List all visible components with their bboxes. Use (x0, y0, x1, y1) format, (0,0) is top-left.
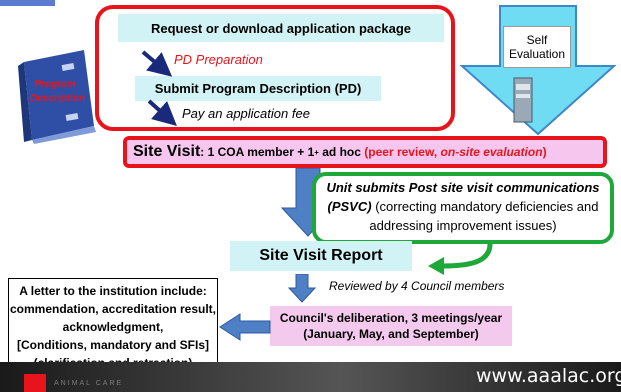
site-visit-label: Site Visit (133, 143, 201, 160)
footer-url[interactable]: www.aaalac.org (476, 365, 621, 387)
council-line1: Council's deliberation, 3 meetings/year (279, 311, 503, 325)
pd-preparation-text: PD Preparation (174, 52, 263, 67)
psvc-return-arrow (428, 243, 493, 275)
header-accent (0, 0, 55, 6)
site-visit-detail: : 1 COA member + (200, 145, 308, 159)
footer-band (0, 362, 621, 392)
application-box (95, 5, 455, 131)
binder-label-line1: Program (34, 79, 76, 90)
site-visit-adhoc-text: ad hoc (318, 145, 365, 159)
peer-review-open: (peer review, (364, 145, 441, 159)
psvc-body: (correcting mandatory deficiencies and a… (369, 199, 599, 233)
arrow-to-pd-prep (141, 50, 173, 77)
site-visit-adhoc-sup: + (314, 147, 319, 157)
binder-label: Program Description (30, 78, 86, 106)
footer-brand: ANIMAL CARE (54, 380, 124, 387)
peer-review-italic: on-site evaluation (440, 145, 543, 159)
letter-line3: acknowledgment, (62, 320, 164, 334)
letter-line1: A letter to the institution include: (19, 284, 207, 298)
request-package-step: Request or download application package (118, 14, 444, 42)
program-description-binder: Program Description (14, 44, 100, 144)
peer-review-close: ) (542, 145, 547, 159)
request-package-label: Request or download application package (150, 20, 412, 36)
council-deliberation-box: Council's deliberation, 3 meetings/year … (270, 306, 512, 346)
submit-pd-label: Submit Program Description (PD) (154, 81, 362, 96)
site-visit-adhoc-num: 1 (307, 145, 315, 159)
letter-line4: [Conditions, mandatory and SFIs] (16, 338, 209, 352)
council-to-letter-arrow (219, 313, 271, 341)
site-visit-report-label: Site Visit Report (259, 247, 383, 264)
reviewed-by-text: Reviewed by 4 Council members (329, 279, 505, 293)
site-visit-box: Site Visit : 1 COA member + 1+ ad hoc (p… (123, 136, 607, 168)
self-evaluation-line2: Evaluation (508, 47, 566, 61)
psvc-box: Unit submits Post site visit communicati… (312, 172, 614, 244)
binder-label-line2: Description (30, 93, 86, 104)
site-visit-report: Site Visit Report (230, 241, 412, 271)
council-line2: (January, May, and September) (303, 327, 479, 341)
self-evaluation-line1: Self (526, 33, 548, 47)
footer-red-mark (24, 374, 46, 392)
pay-fee-text: Pay an application fee (182, 106, 310, 121)
psvc-title: Unit submits Post site visit communicati… (326, 180, 600, 214)
report-down-arrow (287, 274, 317, 303)
letter-line2: commendation, accreditation result, (9, 302, 217, 316)
submit-pd-step: Submit Program Description (PD) (135, 76, 381, 101)
arrow-to-pay-fee (147, 99, 177, 127)
self-evaluation-arrow (459, 5, 617, 136)
self-evaluation-label: Self Evaluation (503, 26, 571, 68)
